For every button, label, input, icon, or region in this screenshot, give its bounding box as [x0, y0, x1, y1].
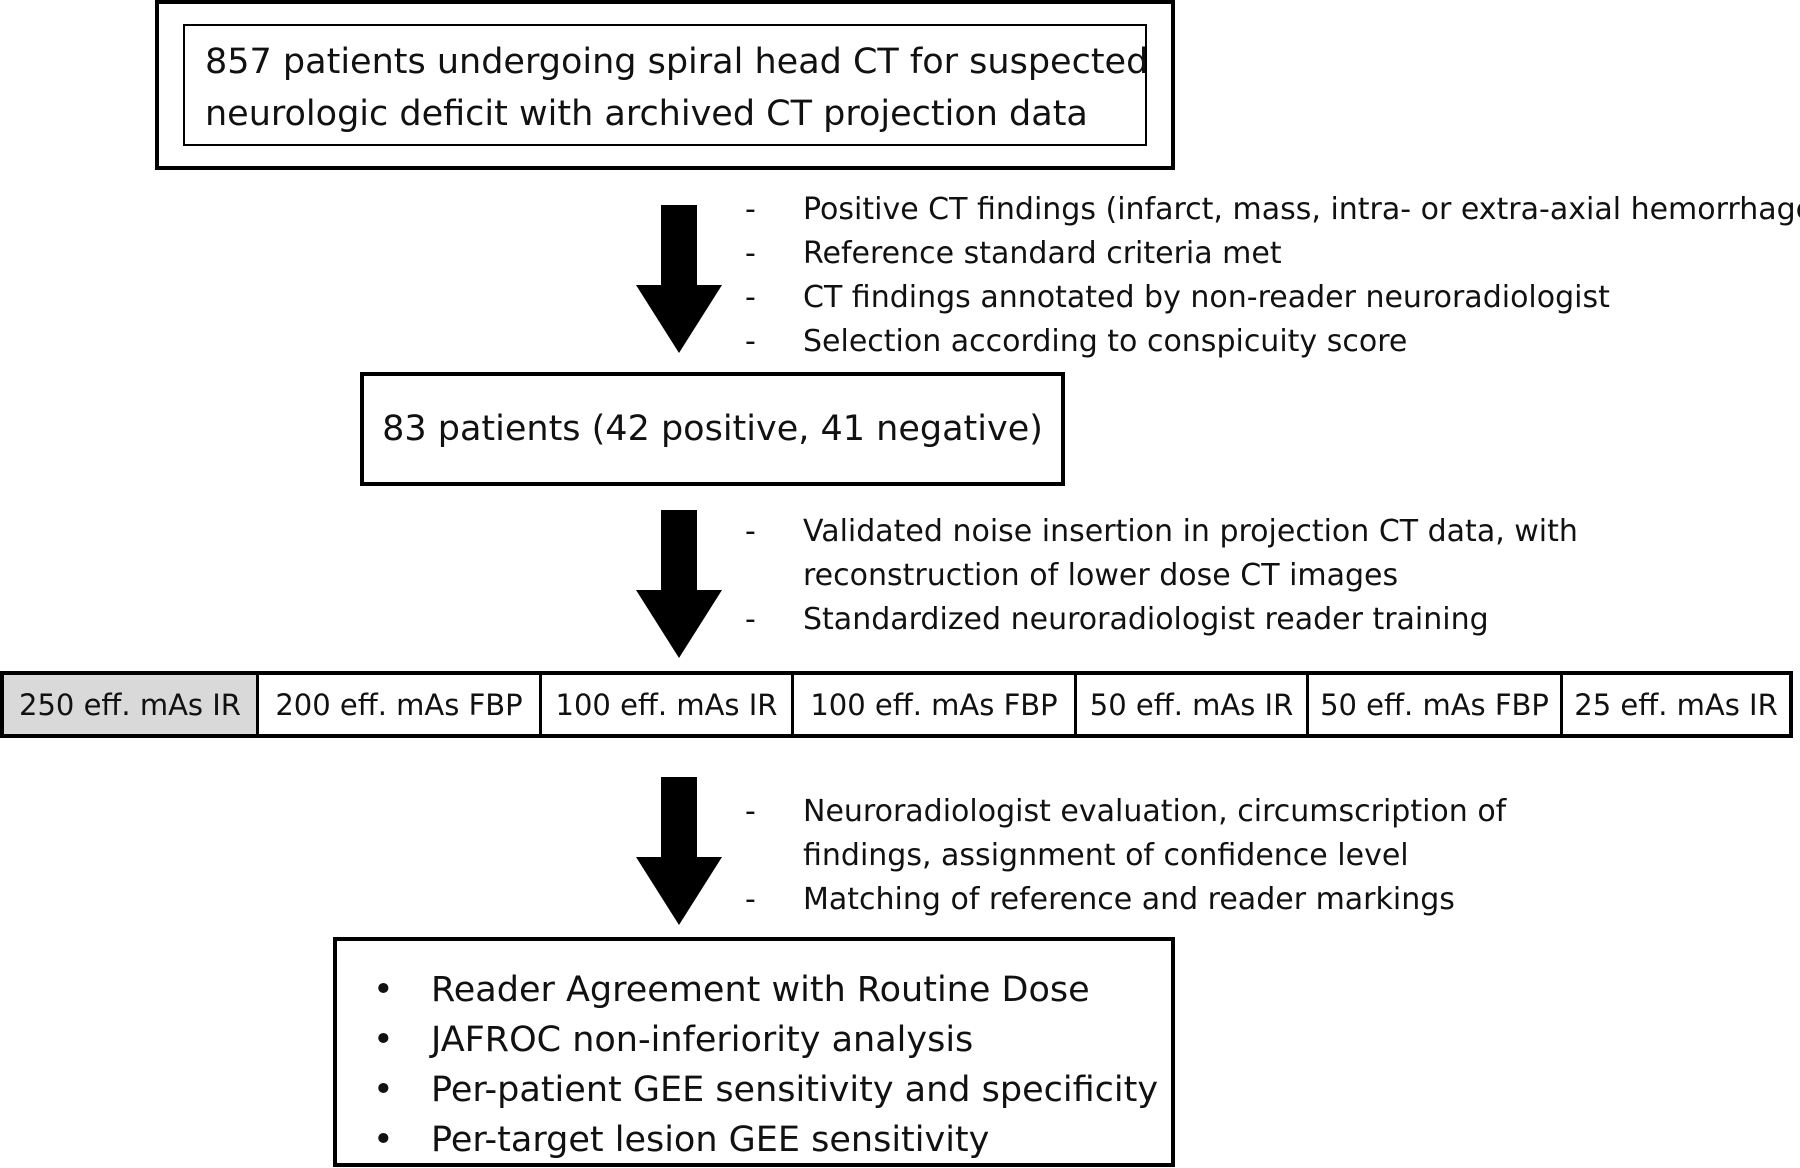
outcome-item: •Reader Agreement with Routine Dose [373, 965, 1158, 1015]
preparation-step: -Validated noise insertion in projection… [745, 510, 1578, 554]
source-cohort-box: 857 patients undergoing spiral head CT f… [155, 0, 1175, 170]
dash-marker: - [745, 514, 756, 549]
outcome-item: •Per-target lesion GEE sensitivity [373, 1115, 1158, 1165]
dose-level-cell: 25 eff. mAs IR [1560, 675, 1789, 734]
dose-level-cell: 100 eff. mAs FBP [791, 675, 1074, 734]
dose-level-cell: 100 eff. mAs IR [539, 675, 791, 734]
dose-level-cell-reference: 250 eff. mAs IR [4, 675, 256, 734]
outcomes-list: •Reader Agreement with Routine Dose •JAF… [373, 965, 1158, 1165]
outcome-item: •Per-patient GEE sensitivity and specifi… [373, 1065, 1158, 1115]
selection-criterion: -Selection according to conspicuity scor… [745, 320, 1800, 364]
down-arrow-icon [636, 205, 722, 353]
outcomes-box: •Reader Agreement with Routine Dose •JAF… [333, 937, 1175, 1167]
dash-marker: - [745, 882, 756, 917]
bullet-icon: • [373, 970, 394, 1010]
dash-marker: - [745, 324, 756, 359]
evaluation-step-continuation: findings, assignment of confidence level [803, 838, 1409, 873]
selection-criterion: -CT findings annotated by non-reader neu… [745, 276, 1800, 320]
reader-evaluation-list: -Neuroradiologist evaluation, circumscri… [745, 790, 1506, 922]
dose-level-cell: 50 eff. mAs FBP [1306, 675, 1560, 734]
dose-level-strip: 250 eff. mAs IR 200 eff. mAs FBP 100 eff… [0, 671, 1793, 738]
source-cohort-line-2: neurologic deficit with archived CT proj… [205, 94, 1088, 134]
study-cohort-text: 83 patients (42 positive, 41 negative) [382, 409, 1043, 449]
bullet-icon: • [373, 1020, 394, 1060]
dash-marker: - [745, 192, 756, 227]
selection-criterion: -Positive CT findings (infarct, mass, in… [745, 188, 1800, 232]
preparation-step: -Standardized neuroradiologist reader tr… [745, 598, 1578, 642]
dash-marker: - [745, 280, 756, 315]
outcome-item: •JAFROC non-inferiority analysis [373, 1015, 1158, 1065]
selection-criteria-list: -Positive CT findings (infarct, mass, in… [745, 188, 1800, 364]
dash-marker: - [745, 236, 756, 271]
dash-marker: - [745, 794, 756, 829]
image-preparation-list: -Validated noise insertion in projection… [745, 510, 1578, 642]
evaluation-step: -Matching of reference and reader markin… [745, 878, 1506, 922]
down-arrow-icon [636, 777, 722, 925]
bullet-icon: • [373, 1070, 394, 1110]
study-cohort-box: 83 patients (42 positive, 41 negative) [360, 372, 1065, 486]
bullet-icon: • [373, 1120, 394, 1160]
evaluation-step: -Neuroradiologist evaluation, circumscri… [745, 790, 1506, 834]
dose-level-cell: 200 eff. mAs FBP [256, 675, 539, 734]
dash-marker: - [745, 602, 756, 637]
selection-criterion: -Reference standard criteria met [745, 232, 1800, 276]
source-cohort-line-1: 857 patients undergoing spiral head CT f… [205, 42, 1149, 82]
preparation-step-continuation: reconstruction of lower dose CT images [803, 558, 1399, 593]
down-arrow-icon [636, 510, 722, 658]
source-cohort-inner-frame [183, 24, 1147, 146]
dose-level-cell: 50 eff. mAs IR [1074, 675, 1306, 734]
